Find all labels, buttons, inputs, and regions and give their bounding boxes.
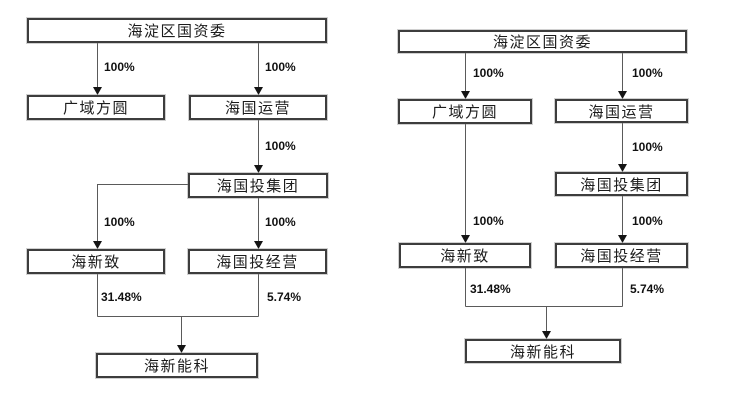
node-left-haidian-sasac: 海淀区国资委 bbox=[27, 18, 327, 43]
ownership-label-right-haixinzhi-nengke: 31.48% bbox=[470, 282, 511, 296]
ownership-label-left-haixinzhi-nengke: 31.48% bbox=[101, 290, 142, 304]
ownership-label-left-yunying-group: 100% bbox=[265, 139, 296, 153]
ownership-label-right-sasac-yunying: 100% bbox=[632, 66, 663, 80]
ownership-label-right-sasac-guangyu: 100% bbox=[473, 66, 504, 80]
node-right-haixinzhi: 海新致 bbox=[399, 243, 531, 268]
node-left-haixinzhi: 海新致 bbox=[27, 249, 165, 274]
ownership-label-right-jingying-nengke: 5.74% bbox=[630, 282, 665, 296]
node-right-haiguotou-group: 海国投集团 bbox=[555, 172, 688, 196]
node-right-haidian-sasac: 海淀区国资委 bbox=[398, 30, 687, 53]
node-right-haiguo-yunying: 海国运营 bbox=[555, 99, 688, 123]
node-left-haixin-nengke: 海新能科 bbox=[96, 353, 258, 378]
node-left-haiguotou-jingying: 海国投经营 bbox=[188, 249, 327, 274]
ownership-label-left-group-jingying: 100% bbox=[265, 215, 296, 229]
node-right-haixin-nengke: 海新能科 bbox=[465, 339, 621, 363]
node-right-guangyu-fangyuan: 广域方圆 bbox=[398, 99, 532, 124]
node-left-guangyu-fangyuan: 广域方圆 bbox=[27, 95, 165, 120]
ownership-label-left-group-haixinzhi: 100% bbox=[104, 215, 135, 229]
node-left-haiguo-yunying: 海国运营 bbox=[189, 95, 327, 120]
ownership-label-right-group-jingying: 100% bbox=[632, 214, 663, 228]
node-left-haiguotou-group: 海国投集团 bbox=[188, 173, 328, 198]
ownership-label-right-guangyu-haixinzhi: 100% bbox=[473, 214, 504, 228]
ownership-label-left-sasac-guangyu: 100% bbox=[104, 60, 135, 74]
ownership-label-left-jingying-nengke: 5.74% bbox=[267, 290, 302, 304]
ownership-label-left-sasac-yunying: 100% bbox=[265, 60, 296, 74]
node-right-haiguotou-jingying: 海国投经营 bbox=[555, 243, 688, 268]
ownership-label-right-yunying-group: 100% bbox=[632, 140, 663, 154]
